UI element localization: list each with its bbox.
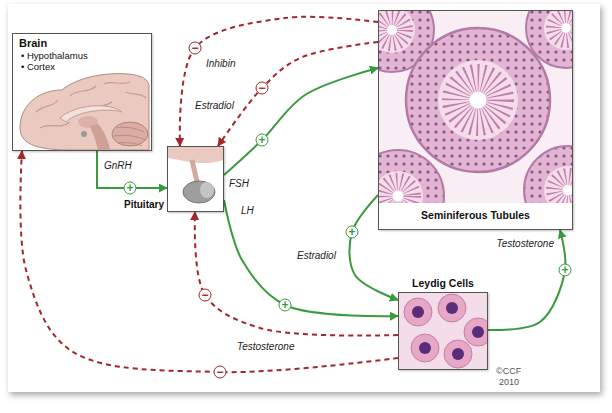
gyri — [36, 82, 146, 128]
stimulation-arrow — [224, 68, 378, 175]
plus-sign: + — [346, 226, 359, 239]
inhibition-arrow — [180, 17, 378, 146]
nucleus — [412, 306, 424, 318]
tubule-section — [524, 146, 572, 203]
brainstem — [90, 124, 110, 150]
hormone-label: Inhibin — [205, 58, 236, 70]
hormone-label: Estradiol — [296, 250, 337, 262]
nucleus — [446, 302, 458, 314]
pituitary-illustration — [167, 146, 224, 212]
cerebellum-folds — [114, 127, 146, 146]
inhibition-arrow — [20, 151, 398, 372]
posterior-lobe — [200, 182, 214, 198]
brain-illustration — [13, 34, 151, 150]
leydig-cell — [438, 294, 466, 322]
hormone-label: Estradiol — [194, 100, 235, 112]
leydig-cell — [444, 340, 472, 368]
box-ground — [167, 146, 224, 212]
pituitary-dot — [81, 131, 87, 137]
minus-sign: − — [256, 82, 269, 95]
stimulation-arrow — [349, 195, 398, 300]
nucleus — [472, 326, 484, 338]
copyright-note: ©CCF — [496, 366, 521, 377]
minus-sign: − — [214, 366, 227, 379]
minus-sign: − — [199, 289, 212, 302]
minus-sign: − — [189, 42, 202, 55]
hormone-label: LH — [240, 205, 255, 217]
inhibition-arrow — [218, 42, 378, 146]
tubules-illustration — [350, 0, 612, 242]
tubule-section — [406, 28, 550, 172]
plus-sign: + — [256, 134, 269, 147]
list-item: • Hypothalamus — [21, 50, 88, 61]
box-ground — [13, 34, 151, 150]
hormone-label: GnRH — [103, 160, 133, 172]
anterior-lobe — [183, 181, 215, 203]
leydig-cell — [404, 298, 432, 326]
card — [8, 4, 600, 392]
cerebrum — [20, 74, 149, 150]
box-heading: Pituitary — [124, 199, 164, 211]
box-heading: Seminiferous Tubules — [421, 209, 530, 222]
hormone-label: Testosterone — [496, 238, 555, 250]
plus-sign: + — [124, 182, 137, 195]
tubules-box: Seminiferous Tubules — [378, 10, 573, 230]
stimulation-arrow — [488, 230, 565, 330]
brain-box: Brain• Hypothalamus• Cortex — [12, 33, 152, 151]
leydig-box: Leydig Cells — [398, 292, 488, 370]
inhibition-arrow — [195, 212, 398, 336]
nucleus — [419, 342, 431, 354]
nucleus — [452, 348, 464, 360]
box-ground — [398, 292, 488, 370]
leydig-cell — [464, 318, 487, 346]
hypothalamus-tissue — [168, 147, 223, 163]
cerebellum — [112, 122, 148, 146]
plus-sign: + — [279, 299, 292, 312]
leydig-illustration — [398, 292, 492, 370]
stimulation-arrow — [224, 200, 398, 316]
pituitary-box: Pituitary — [167, 146, 224, 212]
box-heading: Brain — [19, 37, 47, 50]
hormone-label: Testosterone — [236, 341, 295, 353]
hormone-label: FSH — [228, 178, 250, 190]
pituitary-stalk — [192, 160, 197, 182]
box-heading: Leydig Cells — [412, 277, 474, 290]
leydig-cell — [411, 334, 439, 362]
list-item: • Cortex — [21, 61, 55, 72]
copyright-note: 2010 — [499, 377, 519, 388]
plus-sign: + — [559, 264, 572, 277]
